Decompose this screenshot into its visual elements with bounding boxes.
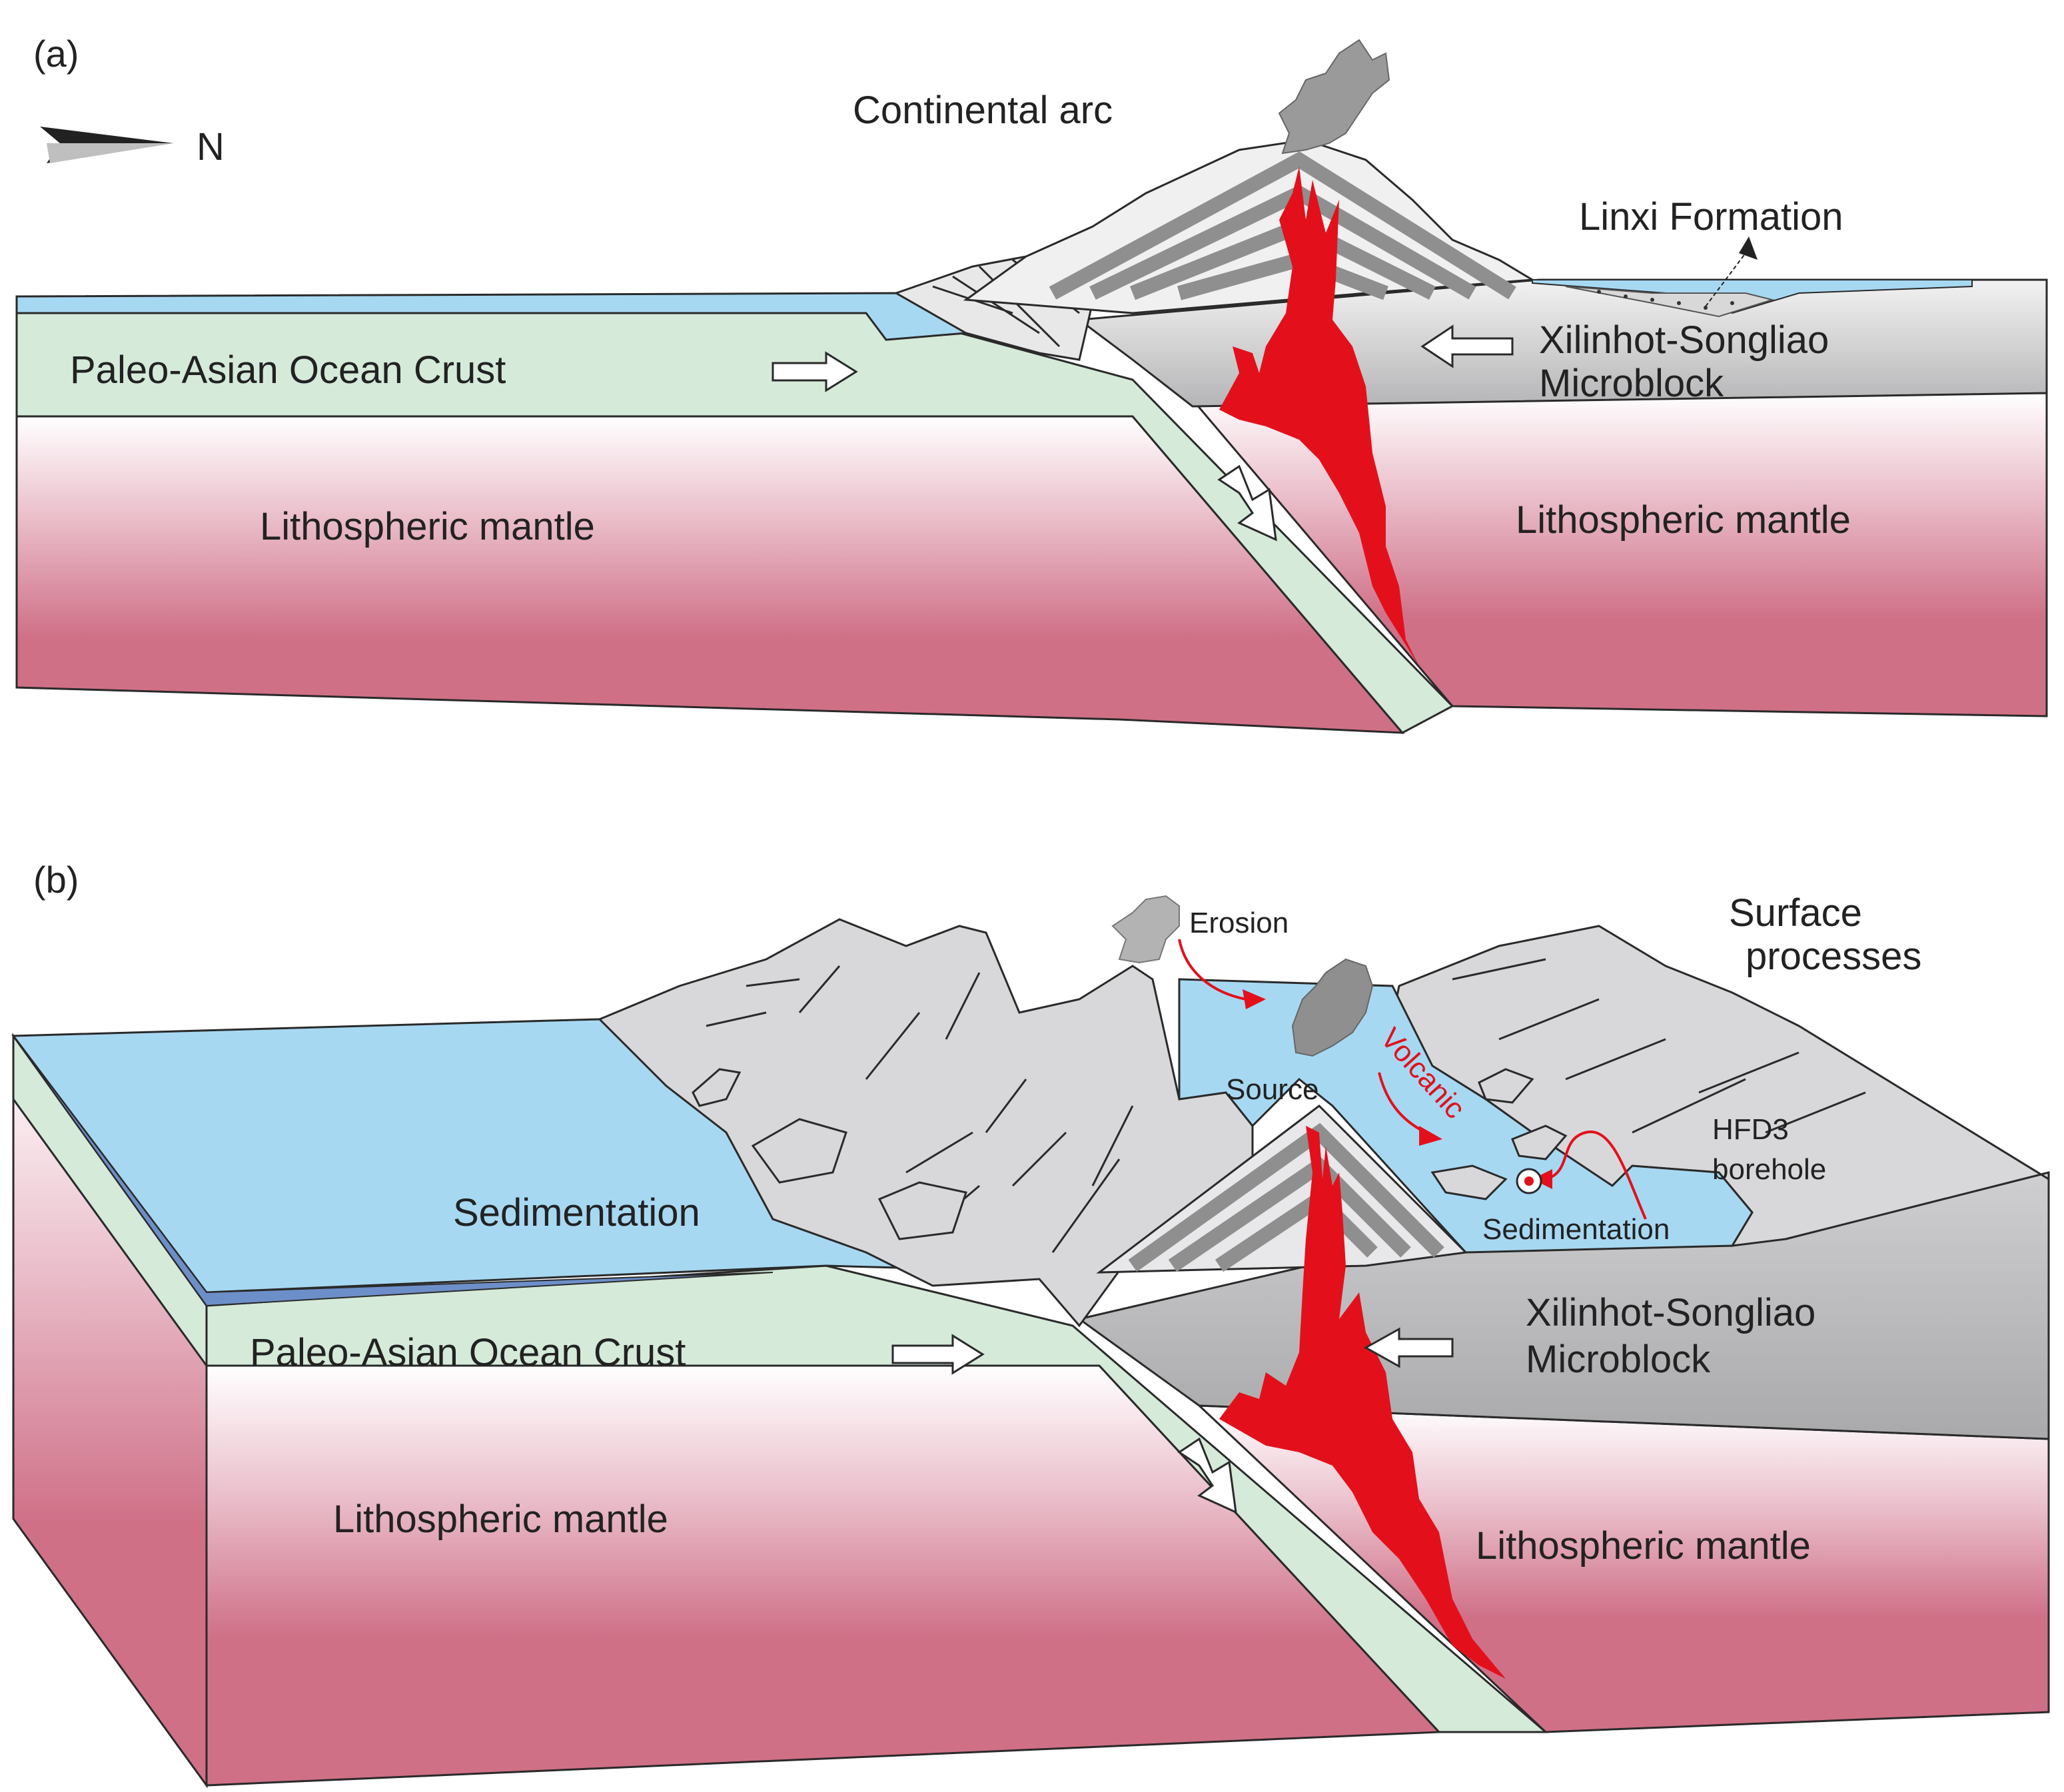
north-label: N [197,125,225,169]
ocean-crust-label-a: Paleo-Asian Ocean Crust [70,348,506,392]
microblock-label-b-2: Microblock [1526,1338,1711,1381]
boulders-b [692,1068,1568,1240]
crust-motion-arrow-b [891,1334,985,1375]
surface-processes-label-2: processes [1746,935,1921,978]
volcanic-plume-b [1291,958,1374,1057]
microblock-label-a-1: Xilinhot-Songliao [1539,318,1829,362]
process-arrows-b [1178,939,1647,1220]
sedimentation-label-right: Sedimentation [1482,1213,1670,1246]
panel-tag-a: (a) [33,33,79,75]
sea-deep-edge-b [13,1035,774,1307]
mantle-label-b-left: Lithospheric mantle [333,1498,668,1541]
continental-arc-label: Continental arc [853,89,1113,132]
panel-b: (b) Erosion Surface processes Source Vol… [11,859,2050,1789]
linxi-formation-label: Linxi Formation [1579,195,1843,238]
linxi-pointer-head-a [1739,236,1758,260]
linxi-sediment-a [1565,286,1775,318]
panel-tag-b: (b) [33,859,79,901]
erosion-label: Erosion [1189,907,1289,939]
ocean-crust-b [205,1264,1549,1733]
magma-b [1219,1126,1506,1679]
microblock-motion-arrow-a [1420,324,1514,368]
volcanic-plume-a [1278,39,1390,155]
borehole-label-1: HFD3 [1712,1113,1789,1146]
erosion-plume-b [1111,895,1180,964]
mantle-label-a-right: Lithospheric mantle [1516,498,1851,542]
magma-a [1219,167,1419,666]
subduction-arrow-a [1217,464,1277,542]
surface-processes-label-1: Surface [1729,891,1862,935]
source-label: Source [1226,1073,1318,1106]
microblock-label-a-2: Microblock [1539,362,1724,405]
sedimentation-label-left: Sedimentation [453,1191,700,1234]
panel-a: (a) N Continental arc Linxi Formation Pa… [15,33,2048,734]
linxi-pointer-a [1705,252,1746,307]
microblock-motion-arrow-b [1363,1327,1454,1368]
microblock-label-b-1: Xilinhot-Songliao [1526,1291,1815,1334]
ocean-crust-label-b: Paleo-Asian Ocean Crust [250,1331,686,1374]
mantle-label-a-left: Lithospheric mantle [260,505,595,548]
mantle-label-b-right: Lithospheric mantle [1476,1524,1811,1568]
subduction-arrow-b [1177,1437,1237,1514]
crust-motion-arrow-a [772,351,858,392]
borehole-label-2: borehole [1712,1153,1826,1186]
